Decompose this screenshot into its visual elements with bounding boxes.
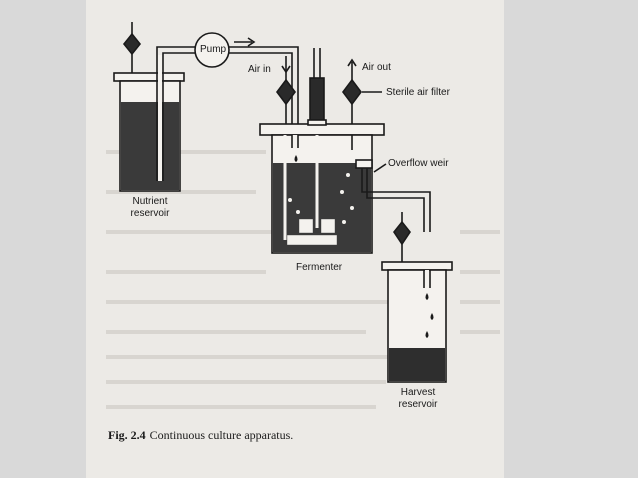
harvested-culture [389,348,445,381]
page-texture [106,150,500,409]
overflow-weir-label: Overflow weir [388,158,449,169]
pump [194,32,230,68]
nutrient-reservoir [113,55,185,192]
sterile-air-filter-label: Sterile air filter [386,87,450,98]
harvest-reservoir-filter [393,212,411,262]
harvest-reservoir-label-line1: Harvest [400,387,436,398]
nutrient-feed-tube [156,46,299,128]
fermenter [259,48,385,254]
air-in-filter [276,56,296,124]
nutrient-reservoir-label-line2: reservoir [130,208,170,219]
harvest-reservoir-label-line2: reservoir [398,399,438,410]
air-out-filter [342,58,362,124]
nutrient-reservoir-label-line1: Nutrient [132,196,168,207]
pump-label: Pump [200,44,227,55]
air-in-label: Air in [248,64,271,75]
harvest-reservoir-label: Harvest reservoir [380,387,456,411]
overflow-weir [355,159,431,232]
fermenter-label: Fermenter [296,262,343,273]
figure-title: Continuous culture apparatus. [149,428,294,442]
air-out-label: Air out [362,62,391,73]
figure-number: Fig. 2.4 [108,428,146,442]
overflow-weir-pointer [373,163,387,173]
nutrient-medium [121,102,179,190]
harvest-reservoir [381,261,453,383]
nutrient-reservoir-label: Nutrient reservoir [112,196,188,220]
flow-direction-arrow [234,37,256,47]
nutrient-reservoir-filter [122,22,142,73]
